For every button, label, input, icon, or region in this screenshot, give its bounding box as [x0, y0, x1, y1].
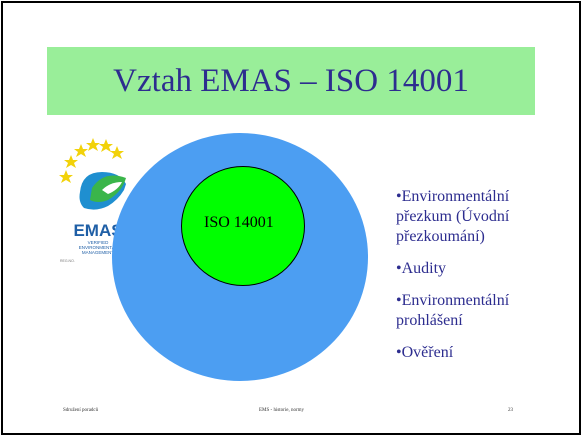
iso-label: ISO 14001: [204, 214, 274, 231]
title-banner: Vztah EMAS – ISO 14001: [47, 47, 535, 115]
bullet-item: •Ověření: [396, 343, 546, 363]
footer-left: Sdružení poradců: [63, 408, 99, 413]
bullet-list: •Environmentální přezkum (Úvodní přezkou…: [396, 187, 546, 375]
star-icons: [59, 138, 124, 183]
bullet-item: •Environmentální prohlášení: [396, 291, 546, 331]
bullet-line: přezkum (Úvodní: [396, 208, 510, 225]
logo-line3: MANAGEMENT: [82, 250, 115, 255]
bullet-line: prohlášení: [396, 312, 463, 329]
bullet-line: •Environmentální: [396, 188, 510, 205]
bullet-line: přezkoumání): [396, 228, 485, 245]
slide-title: Vztah EMAS – ISO 14001: [113, 62, 469, 99]
bullet-item: •Audity: [396, 259, 546, 279]
logo-line2: ENVIRONMENTAL: [79, 245, 118, 250]
page-number: 23: [508, 408, 513, 413]
logo-reg: REG.NO.: [60, 259, 75, 263]
emas-logo: EMAS VERIFIED ENVIRONMENTAL MANAGEMENT R…: [52, 130, 142, 270]
bullet-line: •Environmentální: [396, 292, 510, 309]
iso-inner-circle: [181, 166, 305, 286]
bullet-line: •Ověření: [396, 344, 454, 361]
bullet-line: •Audity: [396, 260, 447, 277]
footer-center: EMS - historie, normy: [259, 408, 304, 413]
logo-name: EMAS: [73, 221, 122, 240]
logo-line1: VERIFIED: [88, 240, 110, 245]
bullet-item: •Environmentální přezkum (Úvodní přezkou…: [396, 187, 546, 247]
emas-logo-graphic: EMAS VERIFIED ENVIRONMENTAL MANAGEMENT R…: [59, 138, 126, 263]
